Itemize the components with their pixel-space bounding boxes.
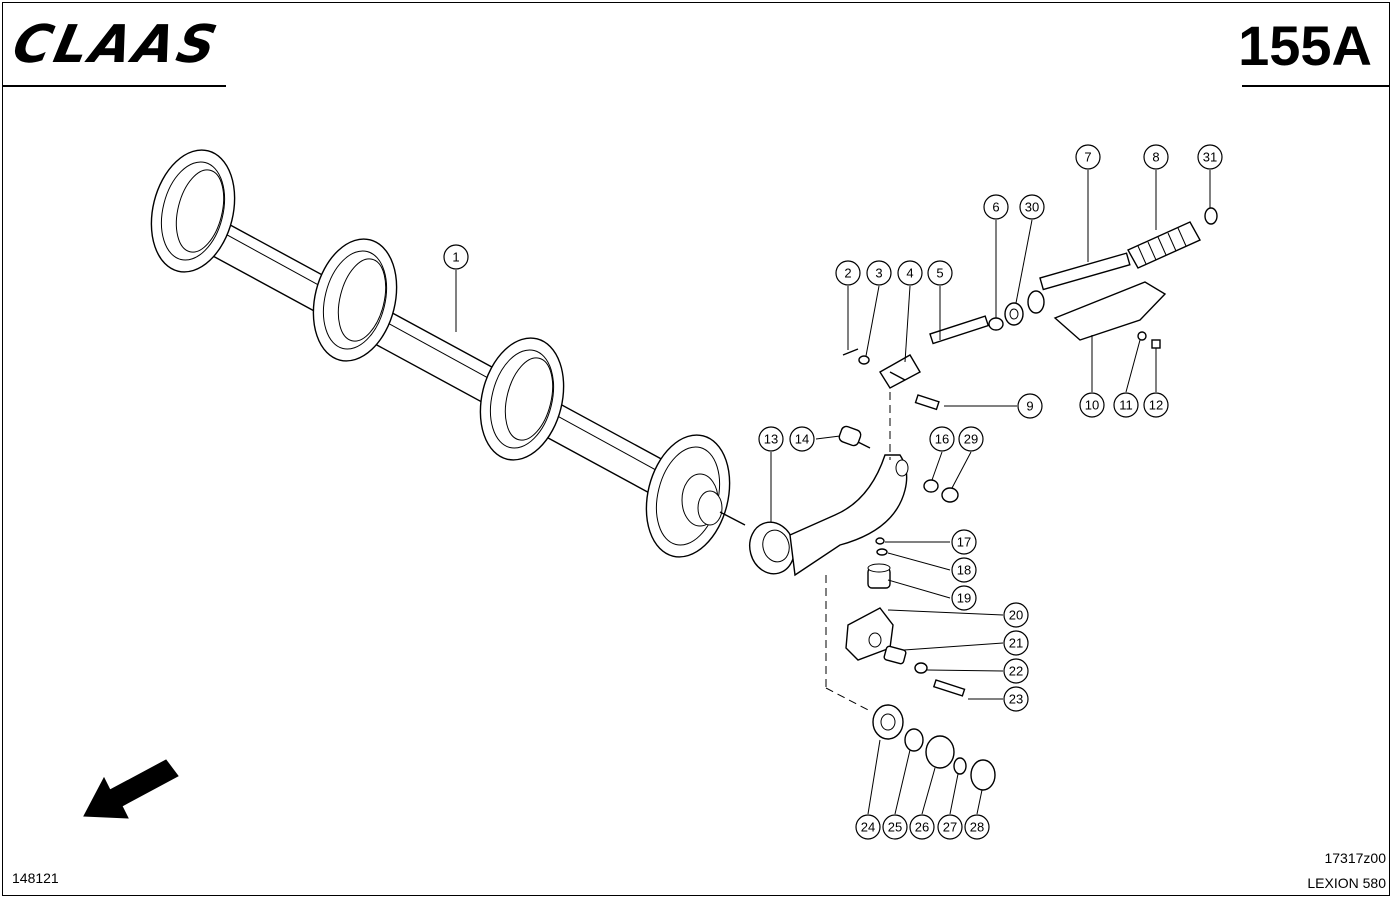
disc-2: [312, 238, 398, 362]
callout-20: 20: [1003, 602, 1029, 628]
drawing-code: 17317z00: [1324, 850, 1386, 866]
part-14: [838, 425, 871, 449]
callout-25: 25: [882, 814, 908, 840]
callout-6: 6: [983, 194, 1009, 220]
callout-label: 25: [888, 820, 902, 835]
callout-label: 2: [844, 266, 851, 281]
callout-label: 23: [1009, 692, 1023, 707]
callout-2: 2: [835, 260, 861, 286]
callout-label: 21: [1009, 636, 1023, 651]
page-number: 155A: [1238, 14, 1372, 77]
callout-14: 14: [789, 426, 815, 452]
callout-1: 1: [443, 244, 469, 270]
shaft-assembly: [150, 149, 746, 558]
callout-label: 31: [1203, 150, 1217, 165]
callout-13: 13: [758, 426, 784, 452]
callout-label: 11: [1119, 398, 1133, 413]
spring-8: [1127, 221, 1201, 269]
callout-label: 7: [1084, 150, 1091, 165]
disc-4: [645, 434, 731, 558]
callout-12: 12: [1143, 392, 1169, 418]
callout-label: 9: [1026, 399, 1033, 414]
callout-22: 22: [1003, 658, 1029, 684]
callout-label: 24: [861, 820, 875, 835]
callout-label: 22: [1009, 664, 1023, 679]
callout-label: 10: [1085, 398, 1099, 413]
callout-9: 9: [1017, 393, 1043, 419]
callout-label: 17: [957, 535, 971, 550]
disc-3: [479, 337, 565, 461]
callout-label: 3: [875, 266, 882, 281]
callout-31: 31: [1197, 144, 1223, 170]
callout-label: 6: [992, 200, 999, 215]
callout-5: 5: [927, 260, 953, 286]
callout-label: 28: [970, 820, 984, 835]
callout-label: 20: [1009, 608, 1023, 623]
callout-label: 29: [964, 432, 978, 447]
callout-label: 30: [1025, 200, 1039, 215]
callout-7: 7: [1075, 144, 1101, 170]
callout-16: 16: [929, 426, 955, 452]
callout-label: 12: [1149, 398, 1163, 413]
callout-29: 29: [958, 426, 984, 452]
callout-label: 27: [943, 820, 957, 835]
clevis-4: [879, 354, 921, 389]
callout-11: 11: [1113, 392, 1139, 418]
callout-label: 14: [795, 432, 809, 447]
bracket-10: [1053, 281, 1167, 341]
callout-label: 4: [906, 266, 913, 281]
callout-4: 4: [897, 260, 923, 286]
callout-label: 1: [452, 250, 459, 265]
callout-23: 23: [1003, 686, 1029, 712]
callout-30: 30: [1019, 194, 1045, 220]
callout-label: 8: [1152, 150, 1159, 165]
callout-10: 10: [1079, 392, 1105, 418]
callout-label: 19: [957, 591, 971, 606]
document-id: 148121: [12, 870, 59, 886]
callout-21: 21: [1003, 630, 1029, 656]
callout-24: 24: [855, 814, 881, 840]
header-rule-left: [2, 85, 226, 87]
callout-19: 19: [951, 585, 977, 611]
model-name: LEXION 580: [1307, 875, 1386, 891]
callout-26: 26: [909, 814, 935, 840]
leader-lines: [455, 170, 1211, 815]
support-arm: [789, 454, 908, 577]
callout-18: 18: [951, 557, 977, 583]
callout-3: 3: [866, 260, 892, 286]
header-rule-right: [1242, 85, 1390, 87]
callout-label: 5: [936, 266, 943, 281]
callout-8: 8: [1143, 144, 1169, 170]
disc-1: [150, 149, 236, 273]
bearing-13: [749, 521, 795, 575]
callout-27: 27: [937, 814, 963, 840]
callout-label: 16: [935, 432, 949, 447]
arrow-down-left-icon: [83, 759, 179, 819]
callout-28: 28: [964, 814, 990, 840]
callout-label: 13: [764, 432, 778, 447]
callout-17: 17: [951, 529, 977, 555]
callout-label: 18: [957, 563, 971, 578]
callout-label: 26: [915, 820, 929, 835]
